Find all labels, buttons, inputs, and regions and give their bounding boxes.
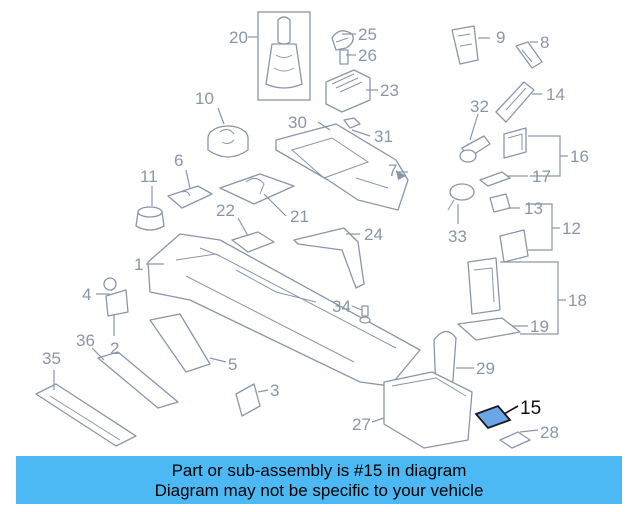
part-28-clip — [499, 431, 531, 449]
label-6: 6 — [174, 151, 183, 170]
part-20-shift-boot — [257, 11, 311, 101]
label-30: 30 — [288, 113, 307, 132]
part-6-lid — [167, 185, 213, 209]
part-17-plug — [479, 171, 511, 187]
part-14-trim — [495, 81, 535, 123]
label-32: 32 — [470, 97, 489, 116]
part-21-boot — [219, 173, 295, 205]
label-4: 4 — [82, 285, 91, 304]
label-8: 8 — [540, 33, 549, 52]
leader-lines — [53, 33, 568, 433]
label-27: 27 — [352, 415, 371, 434]
part-25-26-knob — [331, 30, 354, 65]
label-2: 2 — [110, 339, 119, 358]
label-33: 33 — [448, 227, 467, 246]
label-15: 15 — [520, 398, 541, 419]
label-36: 36 — [76, 331, 95, 350]
part-labels: 20 25 26 23 9 8 14 10 30 31 32 16 17 6 1… — [42, 25, 589, 442]
label-24: 24 — [364, 225, 383, 244]
label-35: 35 — [42, 349, 61, 368]
part-32-socket — [459, 135, 491, 163]
label-1: 1 — [134, 255, 143, 274]
label-29: 29 — [476, 359, 495, 378]
info-banner: Part or sub-assembly is #15 in diagram D… — [16, 456, 622, 504]
label-28: 28 — [540, 423, 559, 442]
part-36-side-trim — [97, 351, 179, 409]
part-27-rear-console — [383, 371, 473, 449]
label-31: 31 — [374, 127, 393, 146]
part-33-ring — [447, 183, 475, 211]
label-13: 13 — [524, 199, 543, 218]
part-35-rail — [35, 383, 137, 447]
label-9: 9 — [496, 28, 505, 47]
banner-line-1: Part or sub-assembly is #15 in diagram — [171, 461, 467, 480]
label-19: 19 — [530, 317, 549, 336]
part-4-bracket — [103, 277, 129, 317]
part-16-panel — [503, 127, 527, 159]
label-22: 22 — [216, 201, 235, 220]
label-3: 3 — [270, 381, 279, 400]
part-19-tray — [457, 317, 521, 341]
part-23-shift-housing — [325, 69, 371, 113]
part-7-upper-console — [275, 123, 409, 211]
label-20: 20 — [229, 28, 248, 47]
parts-diagram: 20 25 26 23 9 8 14 10 30 31 32 16 17 6 1… — [35, 11, 589, 449]
part-15-highlighted-mat — [474, 404, 512, 430]
label-5: 5 — [228, 355, 237, 374]
label-21: 21 — [290, 207, 309, 226]
label-23: 23 — [380, 81, 399, 100]
part-34-screw — [359, 305, 371, 324]
part-11-ashtray — [135, 206, 165, 231]
part-8-clip — [515, 41, 543, 69]
part-18-insert — [467, 257, 501, 315]
part-12-panel — [499, 229, 529, 263]
part-10-cup-holder — [207, 125, 249, 158]
part-13-switch — [489, 193, 511, 213]
banner-line-2: Diagram may not be specific to your vehi… — [154, 481, 484, 500]
label-10: 10 — [195, 89, 214, 108]
label-18: 18 — [568, 291, 587, 310]
label-14: 14 — [546, 85, 565, 104]
label-34: 34 — [332, 297, 351, 316]
label-25: 25 — [358, 25, 377, 44]
label-7: 7 — [388, 161, 397, 180]
part-22-plate — [231, 231, 275, 253]
part-5-panel — [149, 313, 211, 373]
label-17: 17 — [532, 167, 551, 186]
label-12: 12 — [562, 219, 581, 238]
part-3-bracket — [235, 383, 261, 417]
label-11: 11 — [140, 167, 158, 186]
label-26: 26 — [358, 46, 377, 65]
part-24-bracket — [293, 227, 365, 289]
part-9-bracket — [451, 25, 479, 65]
label-16: 16 — [570, 147, 589, 166]
